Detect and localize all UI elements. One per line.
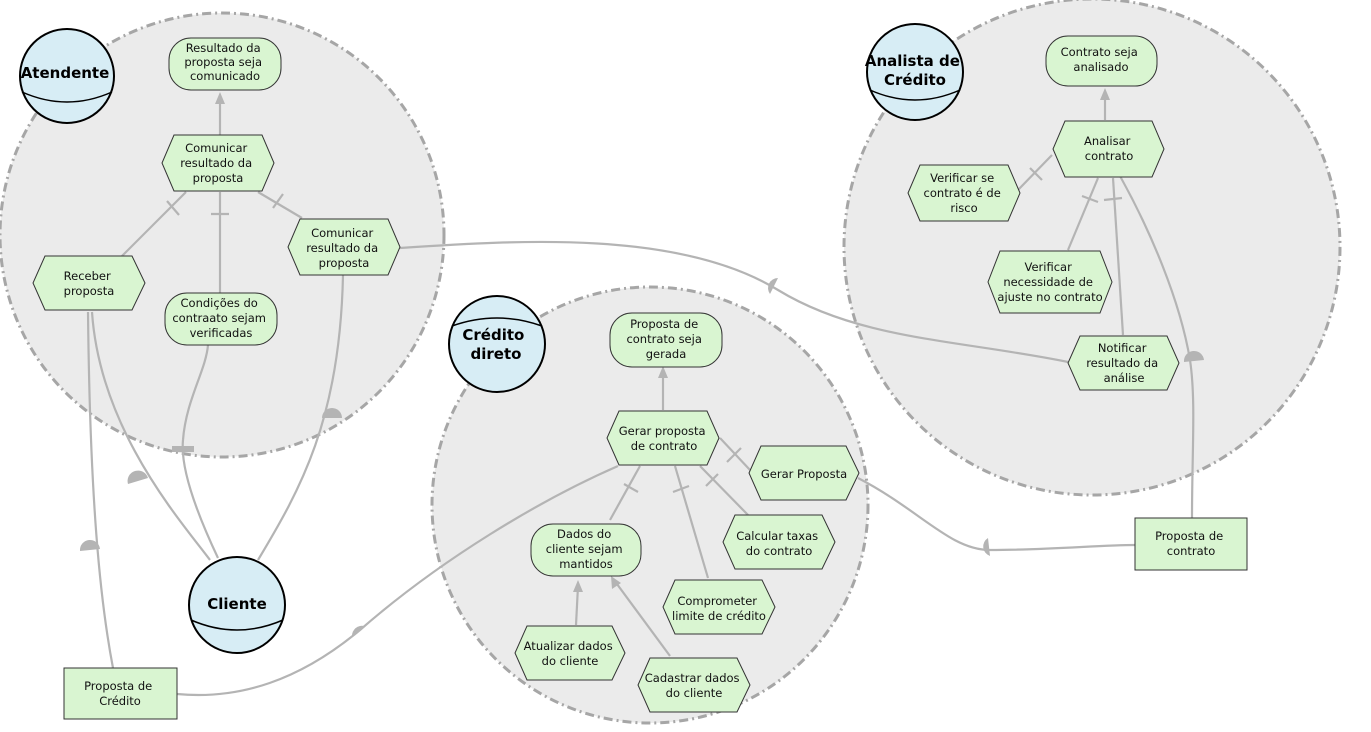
- svg-text:Gerar proposta de contra: Gerar proposta de contrato: [619, 424, 710, 453]
- actor-analista-de-credito[interactable]: Analista de Crédito: [865, 23, 965, 121]
- actor-credito-direto[interactable]: Crédito direto: [448, 295, 546, 393]
- decomposition-link: [1066, 177, 1100, 251]
- arrowhead: [573, 580, 583, 592]
- svg-text:Proposta de contrato sej: Proposta de contrato seja gerada: [626, 317, 705, 361]
- dependency-link: [857, 477, 1136, 552]
- decomposition-tick: [705, 473, 719, 487]
- decomposition-link: [1111, 177, 1125, 336]
- dependency-marker: [127, 470, 148, 484]
- goal-dados-cliente-mantidos[interactable]: Dados do cliente sejam mantidos: [530, 523, 642, 577]
- arrowhead: [611, 576, 621, 589]
- arrowhead: [215, 92, 225, 104]
- credito-links: [573, 366, 751, 657]
- svg-text:Comunicar resultado da: Comunicar resultado da proposta: [180, 141, 256, 185]
- dependency-link: [181, 344, 219, 559]
- svg-text:Dados do cliente sejam: Dados do cliente sejam mantidos: [546, 527, 626, 571]
- task-verificar-risco[interactable]: Verificar se contrato é de risco: [907, 164, 1021, 222]
- svg-text:Comunicar resultado da: Comunicar resultado da proposta: [306, 226, 382, 270]
- svg-text:Condições do contraato s: Condições do contraato sejam verificadas: [172, 296, 269, 340]
- arrowhead: [1100, 88, 1110, 100]
- decomposition-link: [673, 465, 710, 579]
- svg-text:Notificar resultado da: Notificar resultado da análise: [1086, 341, 1162, 385]
- decomposition-tick: [1103, 196, 1123, 202]
- task-gerar-proposta[interactable]: Gerar Proposta: [748, 445, 860, 501]
- resource-proposta-de-contrato[interactable]: Proposta de contrato: [1134, 517, 1248, 571]
- goal-contrato-analisado[interactable]: Contrato seja analisado: [1045, 35, 1158, 87]
- dependency-marker: [983, 538, 990, 556]
- means-end-link: [613, 579, 671, 657]
- decomposition-tick: [272, 193, 284, 209]
- goal-condicoes-verificadas[interactable]: Condições do contraato sejam verificadas: [164, 292, 278, 346]
- svg-text:Contrato seja analisado: Contrato seja analisado: [1061, 45, 1142, 74]
- svg-text:Calcular taxas do contra: Calcular taxas do contrato: [736, 529, 822, 558]
- svg-text:Verificar necessidade de: Verificar necessidade de ajuste no contr…: [997, 260, 1102, 304]
- atendente-links: [121, 92, 303, 295]
- task-comprometer-limite[interactable]: Comprometer limite de crédito: [662, 579, 776, 635]
- decomposition-link: [257, 191, 303, 219]
- atendente-boundary: [0, 11, 446, 459]
- actor-cliente[interactable]: Cliente: [188, 556, 286, 654]
- svg-text:Proposta de Crédito: Proposta de Crédito: [84, 679, 156, 708]
- resource-proposta-de-credito[interactable]: Proposta de Crédito: [63, 667, 178, 720]
- svg-text:Cliente: Cliente: [207, 595, 267, 613]
- analista-links: [1017, 88, 1125, 336]
- decomposition-tick: [1029, 167, 1043, 181]
- task-receber-proposta[interactable]: Receber proposta: [32, 255, 146, 311]
- svg-text:Cadastrar dados do clien: Cadastrar dados do cliente: [645, 671, 743, 700]
- dependency-link: [86, 311, 115, 669]
- dependency-links: [79, 175, 1204, 697]
- task-cadastrar-dados[interactable]: Cadastrar dados do cliente: [637, 657, 751, 713]
- task-analisar-contrato[interactable]: Analisar contrato: [1052, 120, 1165, 178]
- dependency-link: [399, 240, 1069, 364]
- dependency-marker: [79, 539, 100, 551]
- dependency-marker: [351, 625, 364, 636]
- task-verificar-ajuste[interactable]: Verificar necessidade de ajuste no contr…: [987, 250, 1113, 314]
- svg-text:Verificar se contrato é: Verificar se contrato é de risco: [924, 171, 1005, 215]
- svg-text:Atualizar dados do clien: Atualizar dados do cliente: [524, 639, 617, 668]
- decomposition-tick: [672, 484, 690, 494]
- decomposition-link: [699, 465, 749, 516]
- svg-text:Analisar contrato: Analisar contrato: [1084, 134, 1134, 163]
- task-atualizar-dados[interactable]: Atualizar dados do cliente: [514, 625, 626, 681]
- dependency-link: [257, 274, 345, 561]
- dependency-link: [176, 464, 619, 697]
- decomposition-tick: [1081, 194, 1099, 204]
- dependency-marker: [768, 278, 778, 294]
- decomposition-tick: [623, 483, 639, 493]
- svg-text:Crédito direto: Crédito direto: [462, 326, 529, 363]
- svg-text:Resultado da proposta se: Resultado da proposta seja comunicado: [184, 41, 265, 83]
- analista-boundary: [842, 0, 1342, 497]
- svg-text:Analista de Crédito: Analista de Crédito: [865, 52, 965, 89]
- svg-text:Comprometer limite de cr: Comprometer limite de crédito: [672, 594, 766, 623]
- decomposition-tick: [726, 447, 742, 463]
- dependency-marker: [1183, 350, 1204, 362]
- svg-text:Atendente: Atendente: [21, 64, 110, 82]
- dependency-marker: [172, 446, 194, 452]
- task-comunicar-resultado-sub[interactable]: Comunicar resultado da proposta: [287, 218, 401, 276]
- svg-text:Gerar Proposta: Gerar Proposta: [761, 467, 847, 481]
- task-comunicar-resultado-main[interactable]: Comunicar resultado da proposta: [161, 134, 275, 192]
- svg-text:Receber proposta: Receber proposta: [64, 269, 115, 298]
- goal-resultado-comunicado[interactable]: Resultado da proposta seja comunicado: [168, 37, 282, 91]
- decomposition-tick: [166, 200, 180, 216]
- svg-text:Proposta de contrato: Proposta de contrato: [1155, 529, 1227, 558]
- decomposition-link: [609, 465, 641, 521]
- goal-proposta-contrato-gerada[interactable]: Proposta de contrato seja gerada: [609, 312, 723, 368]
- task-calcular-taxas[interactable]: Calcular taxas do contrato: [722, 514, 836, 570]
- means-end-link: [574, 585, 580, 626]
- dependency-marker: [322, 408, 342, 418]
- decomposition-link: [121, 191, 187, 257]
- dependency-link: [90, 311, 211, 561]
- task-notificar-resultado[interactable]: Notificar resultado da análise: [1067, 335, 1180, 391]
- arrowhead: [658, 366, 668, 378]
- task-gerar-proposta-de-contrato[interactable]: Gerar proposta de contrato: [606, 410, 720, 466]
- actor-atendente[interactable]: Atendente: [19, 28, 115, 124]
